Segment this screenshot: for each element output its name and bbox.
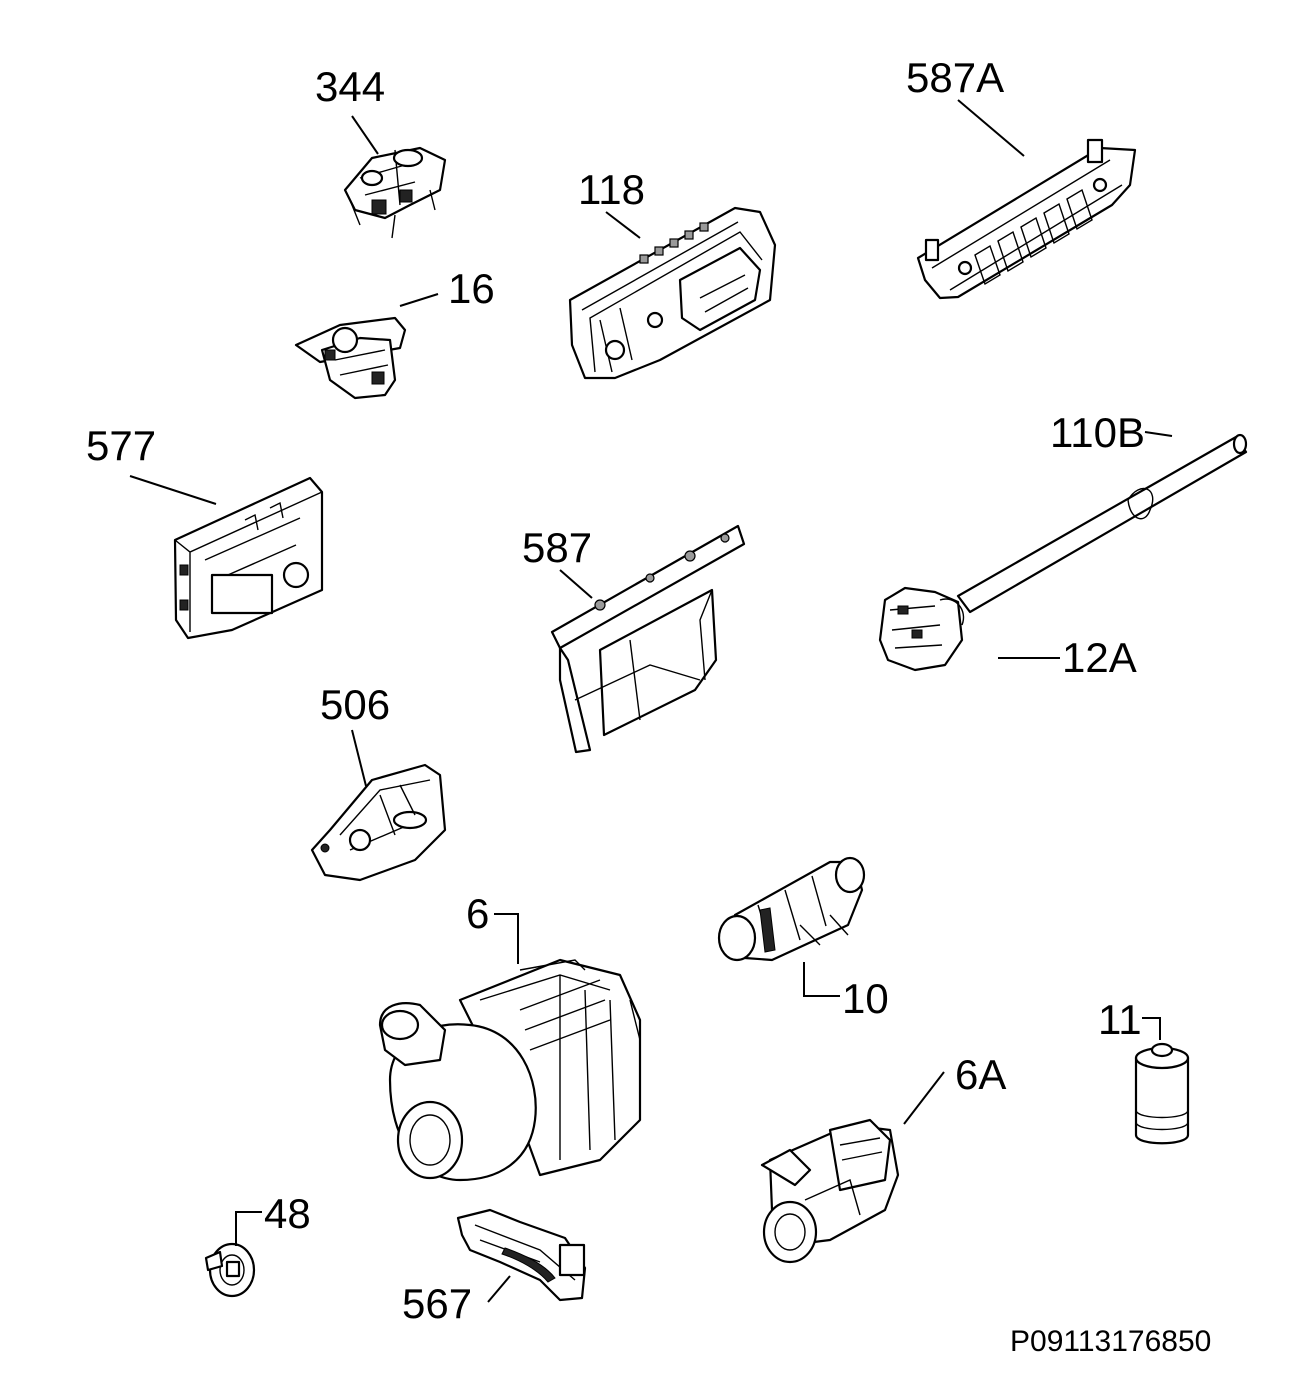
part-344[interactable] xyxy=(343,146,447,239)
label-12A: 12A xyxy=(1062,634,1137,681)
label-6: 6 xyxy=(466,890,489,937)
leader-577 xyxy=(129,475,217,505)
leader-587A xyxy=(957,99,1025,157)
part-118[interactable] xyxy=(568,206,777,380)
label-587: 587 xyxy=(522,524,592,571)
label-118: 118 xyxy=(578,166,645,213)
leader-567 xyxy=(487,1275,511,1303)
leader-10 xyxy=(803,962,840,997)
part-6[interactable] xyxy=(378,958,642,1182)
label-506: 506 xyxy=(320,681,390,728)
leader-118 xyxy=(605,211,641,239)
part-587[interactable] xyxy=(550,524,746,754)
leader-11 xyxy=(1142,1017,1161,1040)
leader-344 xyxy=(351,115,379,155)
reference-code: P09113176850 xyxy=(1010,1325,1211,1358)
leader-16 xyxy=(399,293,439,307)
part-6A[interactable] xyxy=(760,1118,900,1264)
label-16: 16 xyxy=(448,265,495,312)
label-577: 577 xyxy=(86,422,156,469)
part-48[interactable] xyxy=(204,1242,256,1298)
label-344: 344 xyxy=(315,63,385,110)
part-10[interactable] xyxy=(717,856,866,962)
label-48: 48 xyxy=(264,1190,311,1237)
label-11: 11 xyxy=(1098,996,1142,1043)
part-577[interactable] xyxy=(173,476,324,640)
part-587A[interactable] xyxy=(916,138,1137,300)
part-11[interactable] xyxy=(1134,1042,1190,1145)
leader-506 xyxy=(351,729,367,787)
leader-6A xyxy=(903,1071,945,1125)
leader-110B xyxy=(1144,431,1173,437)
part-567[interactable] xyxy=(456,1208,587,1302)
label-567: 567 xyxy=(402,1280,472,1327)
label-10: 10 xyxy=(842,975,889,1022)
label-6A: 6A xyxy=(955,1051,1006,1098)
part-506[interactable] xyxy=(310,763,447,882)
part-12A[interactable] xyxy=(878,433,1248,672)
label-587A: 587A xyxy=(906,54,1004,101)
leader-6 xyxy=(494,913,519,964)
part-16[interactable] xyxy=(294,316,407,400)
leader-48 xyxy=(235,1211,262,1246)
leader-587 xyxy=(559,569,593,599)
label-110B: 110B xyxy=(1050,409,1145,456)
